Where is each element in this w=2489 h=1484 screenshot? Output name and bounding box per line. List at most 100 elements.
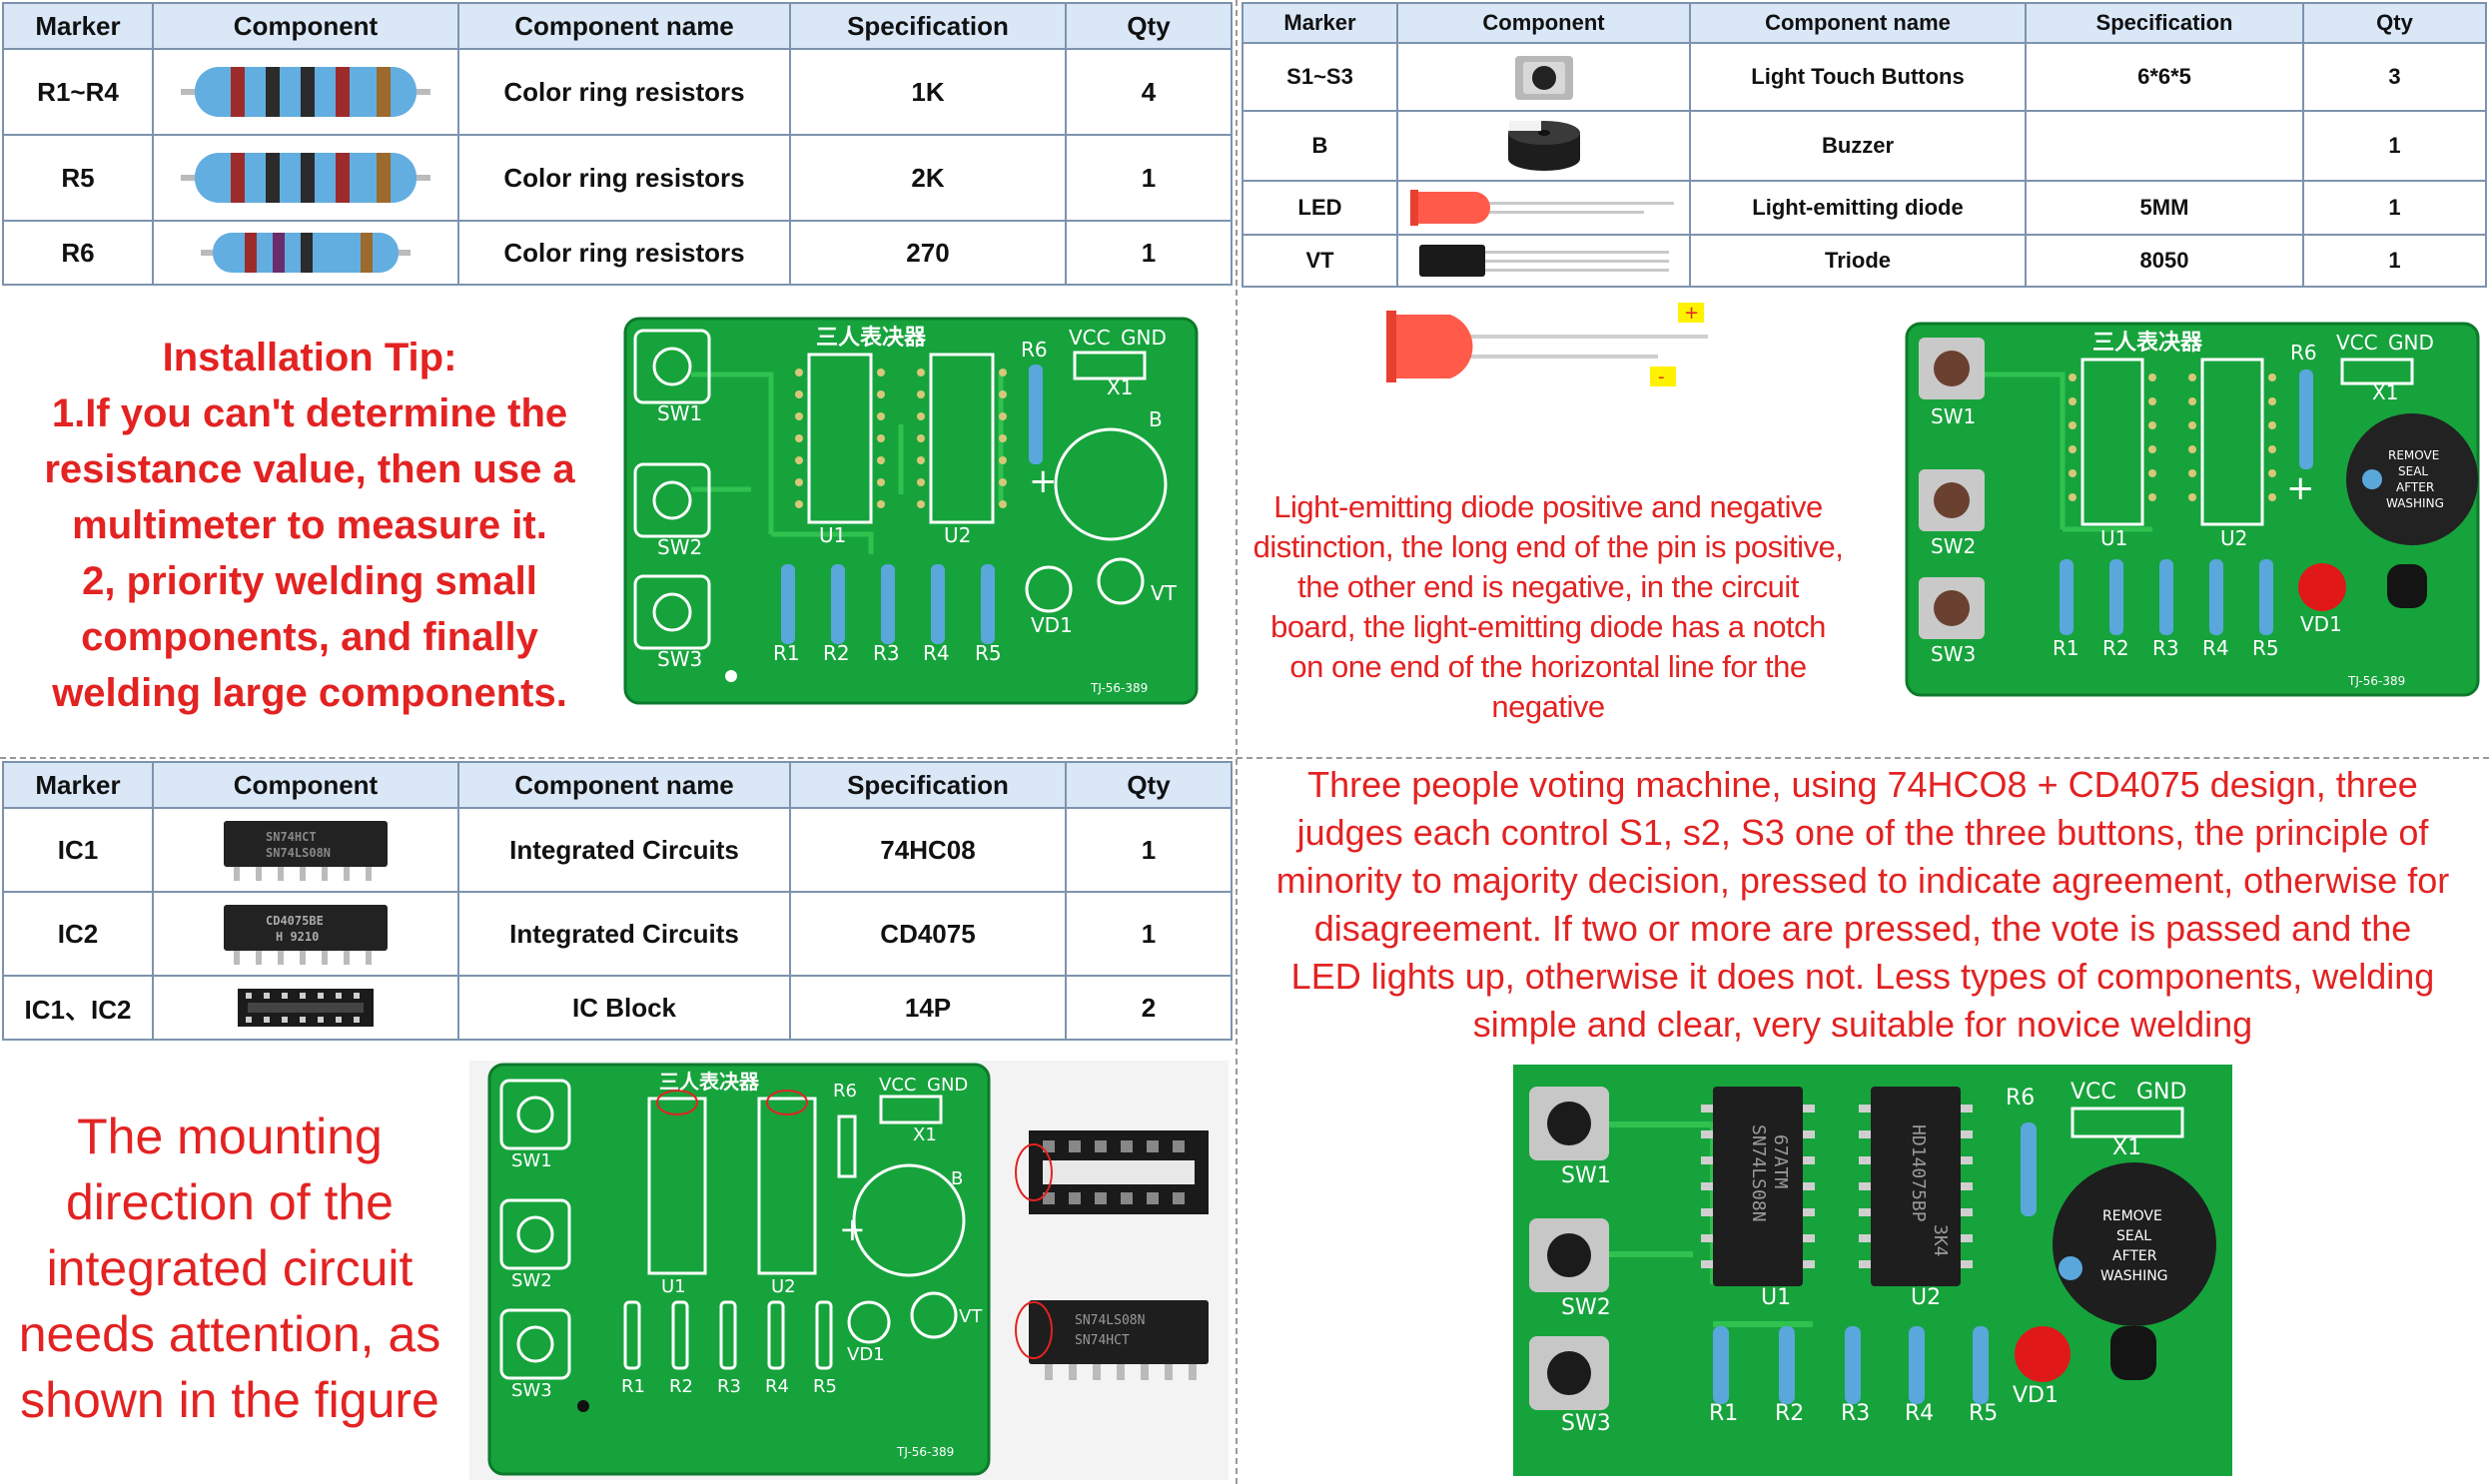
- spec-cell: 1K: [789, 48, 1067, 136]
- name-cell: Color ring resistors: [457, 48, 791, 136]
- horizontal-divider: [0, 757, 2489, 759]
- marker-cell: IC2: [2, 891, 154, 977]
- pcb-board-1: SW1 SW2 SW3 三人表决器 R6 VCC GND X1 B U1 U2 …: [623, 317, 1199, 705]
- component-cell: SN74HCT SN74LS08N: [152, 807, 459, 893]
- tip-line: 2, priority welding small: [82, 559, 537, 603]
- col-header-qty: Qty: [1065, 2, 1233, 50]
- ic-chip-icon: SN74HCT SN74LS08N: [224, 821, 388, 881]
- qty-cell: 1: [1065, 891, 1233, 977]
- note-line: on one end of the horizontal line for th…: [1289, 649, 1807, 684]
- sw3-label: SW3: [511, 1380, 552, 1401]
- col-header-name: Component name: [457, 2, 791, 50]
- component-cell: [152, 975, 459, 1041]
- note-line: shown in the figure: [20, 1372, 439, 1428]
- table-row: R6 Color ring resistors 270 1: [2, 220, 1233, 286]
- sw3-label: SW3: [1561, 1411, 1611, 1436]
- r1-label: R1: [621, 1376, 645, 1397]
- note-line: distinction, the long end of the pin is …: [1252, 529, 1844, 564]
- col-header-marker: Marker: [2, 2, 154, 50]
- table-row: IC1 SN74HCT SN74LS08N Integrated Circuit…: [2, 807, 1233, 893]
- component-cell: [152, 220, 459, 286]
- spec-cell: 6*6*5: [2025, 42, 2304, 112]
- plus-label: +: [1684, 303, 1699, 324]
- qty-cell: 1: [2302, 234, 2487, 288]
- vd1-label: VD1: [2013, 1383, 2059, 1408]
- table-row: IC2 CD4075BE H 9210 Integrated Circuits …: [2, 891, 1233, 977]
- marker-cell: IC1: [2, 807, 154, 893]
- spec-cell: 270: [789, 220, 1067, 286]
- col-header-component: Component: [152, 2, 459, 50]
- r5-label: R5: [1969, 1401, 1998, 1426]
- pcb-title: 三人表决器: [816, 326, 927, 351]
- name-cell: Integrated Circuits: [457, 891, 791, 977]
- desc-line: disagreement. If two or more are pressed…: [1313, 908, 2412, 949]
- vt-label: VT: [1151, 581, 1178, 605]
- sw2-label: SW2: [511, 1270, 552, 1291]
- tip-line: 1.If you can't determine the: [51, 391, 568, 435]
- sw1-label: SW1: [1561, 1163, 1611, 1188]
- chip-marking: SN74LS08N: [266, 846, 331, 860]
- component-cell: [1396, 234, 1691, 288]
- buzzer-label: WASHING: [2386, 496, 2444, 510]
- vt-label: VT: [959, 1306, 983, 1327]
- gnd-label: GND: [1121, 326, 1167, 350]
- buzzer-label: REMOVE: [2102, 1208, 2162, 1224]
- gnd-label: GND: [2136, 1080, 2186, 1105]
- spec-cell: 2K: [789, 134, 1067, 222]
- pcb-title: 三人表决器: [659, 1070, 760, 1094]
- misc-bom-table: Marker Component Component name Specific…: [1242, 2, 2487, 288]
- note-line: Light-emitting diode positive and negati…: [1273, 489, 1823, 524]
- table-row: IC1、IC2 IC Block 14P 2: [2, 975, 1233, 1041]
- table-row: R1~R4 Color ring resistors 1K 4: [2, 48, 1233, 136]
- col-header-spec: Specification: [2025, 2, 2304, 44]
- buzzer-label: AFTER: [2396, 480, 2434, 494]
- resistor-bom-table: Marker Component Component name Specific…: [2, 2, 1233, 286]
- ic-orientation-photo: + SW1 SW2 SW3 三人表决器 R6 VCC GND X1 B U1 U…: [469, 1061, 1229, 1480]
- component-cell: [1396, 42, 1691, 112]
- ic-socket-icon: [238, 989, 374, 1027]
- ic-bom-table: Marker Component Component name Specific…: [2, 761, 1233, 1041]
- col-header-name: Component name: [1689, 2, 2027, 44]
- pcb-bare-board-photo: SW1 SW2 SW3 三人表决器 R6 VCC GND X1 B U1 U2 …: [621, 315, 1201, 707]
- table-row: VT Triode 8050 1: [1242, 234, 2487, 288]
- qty-cell: 1: [2302, 180, 2487, 236]
- r4-label: R4: [765, 1376, 789, 1397]
- ic2-marking: 3K4: [1930, 1224, 1951, 1257]
- r1-label: R1: [2053, 636, 2079, 660]
- col-header-name: Component name: [457, 761, 791, 809]
- u1-label: U1: [1761, 1285, 1791, 1310]
- table-row: LED Light-emitting diode 5MM 1: [1242, 180, 2487, 236]
- sw3-label: SW3: [657, 647, 702, 671]
- name-cell: Buzzer: [1689, 110, 2027, 182]
- pcb-title: 三人表决器: [2092, 331, 2203, 356]
- b-label: B: [951, 1168, 963, 1189]
- resistor-icon: [201, 233, 411, 273]
- desc-line: simple and clear, very suitable for novi…: [1472, 1004, 2253, 1045]
- ic-chip-icon: CD4075BE H 9210: [224, 905, 388, 965]
- desc-line: Three people voting machine, using 74HCO…: [1307, 764, 2418, 805]
- x1-label: X1: [913, 1124, 937, 1145]
- marker-cell: S1~S3: [1242, 42, 1398, 112]
- col-header-component: Component: [1396, 2, 1691, 44]
- r6-label: R6: [1021, 338, 1048, 362]
- svg-text:+: +: [839, 1210, 866, 1248]
- tip-line: multimeter to measure it.: [72, 503, 547, 547]
- u2-label: U2: [2220, 526, 2247, 550]
- r2-label: R2: [823, 641, 850, 665]
- r6-label: R6: [2290, 341, 2317, 365]
- transistor-icon: [1418, 245, 1669, 277]
- col-header-component: Component: [152, 761, 459, 809]
- table-row: S1~S3 Light Touch Buttons 6*6*5 3: [1242, 42, 2487, 112]
- vd1-label: VD1: [2300, 612, 2342, 636]
- spec-cell: 14P: [789, 975, 1067, 1041]
- resistor-icon: [181, 67, 430, 117]
- sw1-label: SW1: [511, 1150, 552, 1171]
- r2-label: R2: [1775, 1401, 1804, 1426]
- name-cell: Color ring resistors: [457, 220, 791, 286]
- pcb-board-4: SW1 SW2 SW3 U1 U2 R6 VCC GND X1 VD1 R1 R…: [1513, 1065, 2232, 1476]
- vcc-label: VCC: [2071, 1080, 2116, 1105]
- led-icon: [1409, 190, 1674, 226]
- chip-marking: SN74HCT: [266, 830, 317, 844]
- table-row: B Buzzer 1: [1242, 110, 2487, 182]
- qty-cell: 1: [1065, 134, 1233, 222]
